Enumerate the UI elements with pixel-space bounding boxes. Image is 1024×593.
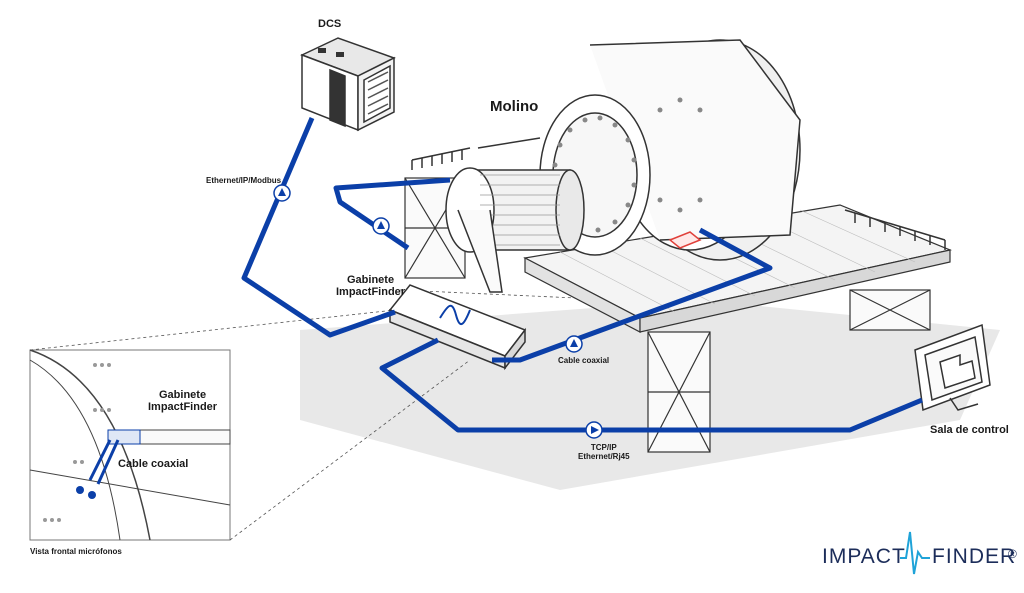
railings <box>411 137 946 250</box>
dcs-label: DCS <box>318 18 342 30</box>
logo-finder-text: FINDER <box>932 545 1017 568</box>
logo-waveform <box>900 531 930 575</box>
inset-caption: Vista frontal micrófonos <box>30 547 122 556</box>
mill-motor <box>445 167 585 293</box>
arrow-cable-coaxial <box>565 335 583 353</box>
dcs-cabinet <box>300 37 396 132</box>
ethernet-modbus-label: Ethernet/IP/Modbus <box>206 176 282 185</box>
inset-projection-lines <box>29 289 621 541</box>
cable-coaxial-label: Cable coaxial <box>558 356 610 365</box>
gabinete-label-line2: ImpactFinder <box>336 286 406 298</box>
inset-gabinete-line2: ImpactFinder <box>148 401 218 413</box>
flow-arrows <box>273 184 603 439</box>
logo-impact-text: IMPACT <box>822 545 906 568</box>
sala-control-label: Sala de control <box>930 424 1009 436</box>
tcp-ip-label-line2: Ethernet/Rj45 <box>578 452 630 461</box>
mill-drum <box>539 39 801 261</box>
impactfinder-cabinet <box>388 284 527 371</box>
impactfinder-logo: IMPACT FINDER ® <box>822 537 1022 577</box>
arrow-tcp-ip <box>585 421 603 439</box>
sensor-microphone <box>668 231 702 249</box>
cable-coaxial <box>492 227 773 363</box>
tcp-ip-label-line1: TCP/IP <box>590 443 617 452</box>
gabinete-label-line1: Gabinete <box>347 274 395 286</box>
cable-tcp-ip <box>379 337 923 433</box>
arrow-motor-loop <box>372 217 390 235</box>
tcp-ip-label: TCP/IP Ethernet/Rj45 <box>578 443 630 461</box>
inset-gabinete-line1: Gabinete <box>159 389 207 401</box>
control-room-monitor <box>914 323 991 412</box>
gabinete-label: Gabinete ImpactFinder <box>336 274 405 298</box>
inset-gabinete-label: Gabinete ImpactFinder <box>148 389 217 413</box>
inset-microphone-view <box>29 349 231 541</box>
inset-cable-coaxial-label: Cable coaxial <box>118 458 189 470</box>
logo-registered-mark: ® <box>1008 547 1018 561</box>
molino-label: Molino <box>490 98 539 115</box>
arrow-ethernet-modbus <box>273 184 291 202</box>
